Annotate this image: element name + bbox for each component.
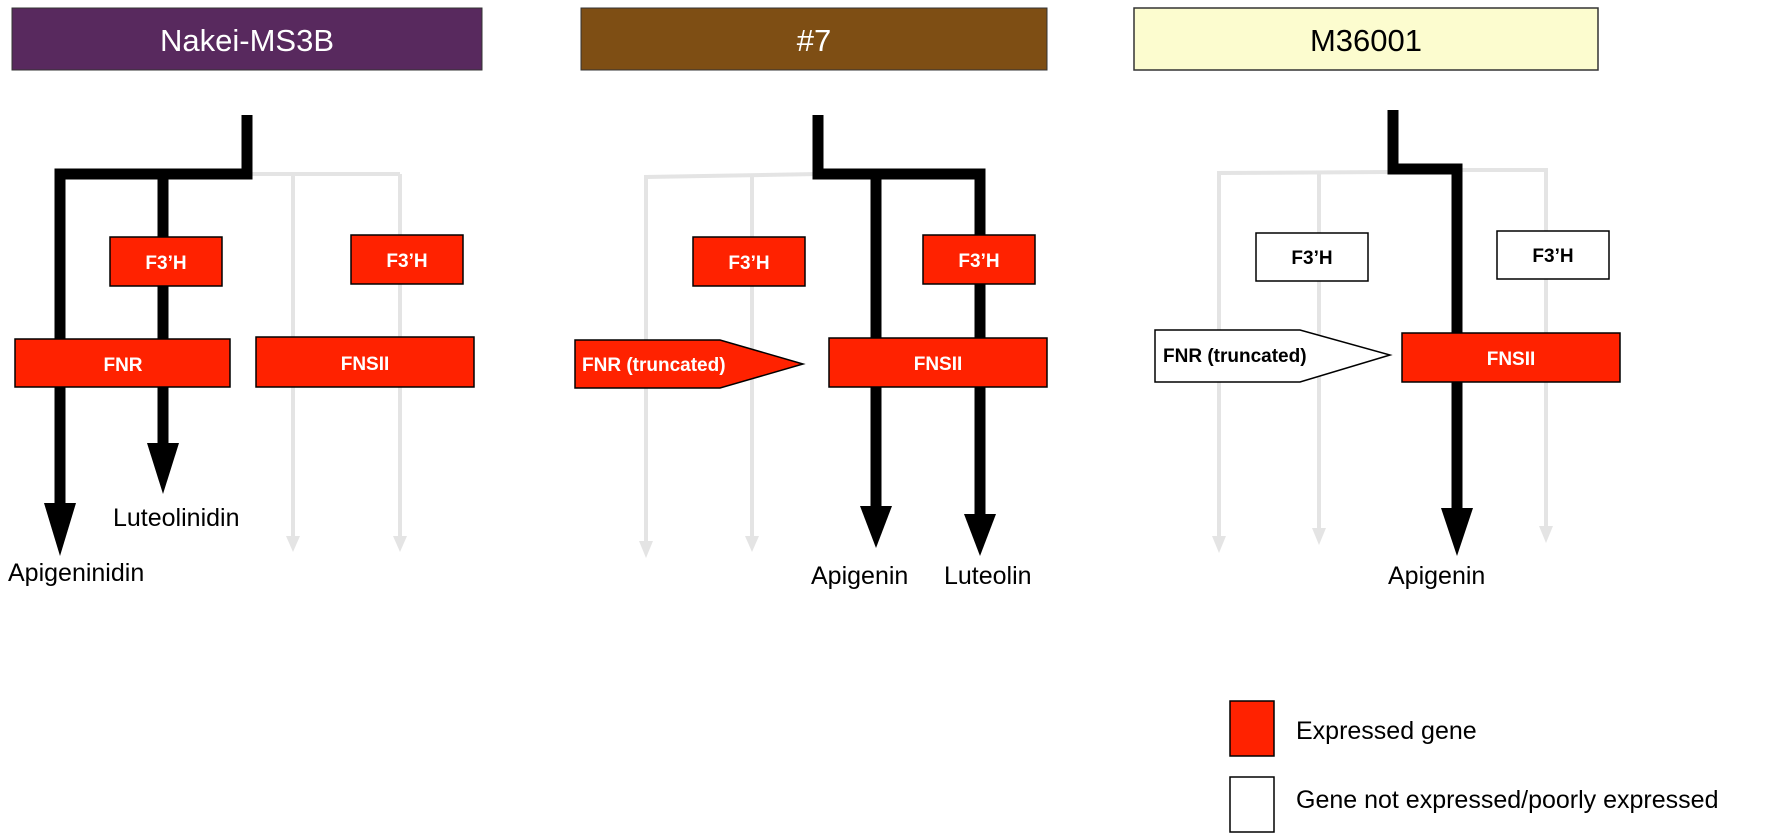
gene-box-f3h-left-m36001: [1255, 232, 1369, 282]
gene-label-fnr-truncated-7: FNR (truncated): [582, 355, 726, 376]
gene-label-f3h-right-7: F3’H: [958, 251, 999, 272]
product-apigeninidin: Apigeninidin: [8, 559, 144, 587]
gene-box-f3h-right-m36001: [1496, 230, 1610, 280]
gene-box-f3h-left-7: [692, 236, 806, 287]
panel-title-7: #7: [797, 23, 831, 58]
gene-box-fnsii-7: [828, 337, 1048, 388]
panel-7: #7 F3’H FNR (truncated) F3’H FNSII Ap: [574, 7, 1048, 590]
active-paths-m36001: [1387, 110, 1463, 510]
gene-box-fnr-nakei-ms3b: [14, 338, 231, 388]
gene-label-fnsii-nakei-ms3b: FNSII: [341, 354, 390, 375]
gene-box-fnsii-m36001: [1401, 332, 1621, 383]
panel-header-m36001: [1133, 7, 1599, 71]
legend: Expressed gene Gene not expressed/poorly…: [1229, 700, 1718, 833]
active-arrowheads-7: [860, 506, 996, 556]
gene-label-f3h-left-nakei-ms3b: F3’H: [145, 253, 186, 274]
panel-title-m36001: M36001: [1310, 23, 1422, 58]
legend-swatch-expressed: [1229, 700, 1275, 757]
legend-label-not-expressed: Gene not expressed/poorly expressed: [1296, 786, 1718, 814]
gene-label-fnsii-m36001: FNSII: [1487, 349, 1536, 370]
active-arrowheads-nakei-ms3b: [44, 443, 179, 556]
panel-m36001: M36001 F3’H FNR (truncated) F3’H FNSII: [1133, 7, 1621, 590]
gene-label-fnr-truncated-m36001: FNR (truncated): [1163, 346, 1307, 367]
gene-box-f3h-right-nakei-ms3b: [350, 234, 464, 285]
panel-nakei-ms3b: Nakei-MS3B F3’H FNR F3’H FNSII: [8, 7, 483, 587]
product-apigenin-m36001: Apigenin: [1388, 562, 1485, 590]
gene-box-f3h-right-7: [922, 234, 1036, 285]
product-apigenin-7: Apigenin: [811, 562, 908, 590]
inactive-arrowheads-m36001: [1212, 526, 1553, 553]
panel-header-nakei-ms3b: [11, 7, 483, 71]
gene-label-f3h-right-nakei-ms3b: F3’H: [386, 251, 427, 272]
product-luteolin-7: Luteolin: [944, 562, 1032, 590]
gene-box-fnsii-nakei-ms3b: [255, 336, 475, 388]
active-arrowheads-m36001: [1441, 508, 1473, 556]
legend-label-expressed: Expressed gene: [1296, 717, 1477, 745]
gene-box-fnr-truncated-m36001: [1154, 329, 1393, 383]
panel-title-nakei-ms3b: Nakei-MS3B: [160, 23, 334, 58]
active-paths-7: [812, 115, 986, 520]
inactive-arrowheads-nakei-ms3b: [286, 536, 407, 552]
gene-box-f3h-left-nakei-ms3b: [109, 236, 223, 287]
panel-header-7: [580, 7, 1048, 71]
product-luteolinidin: Luteolinidin: [113, 504, 240, 532]
inactive-arrowheads-7: [639, 536, 759, 558]
gene-label-f3h-left-7: F3’H: [728, 253, 769, 274]
gene-label-f3h-right-m36001: F3’H: [1532, 246, 1573, 267]
gene-label-fnr-nakei-ms3b: FNR: [103, 355, 142, 376]
legend-swatch-not-expressed: [1229, 776, 1275, 833]
gene-box-fnr-truncated-7: [574, 339, 806, 389]
gene-label-f3h-left-m36001: F3’H: [1291, 248, 1332, 269]
gene-label-fnsii-7: FNSII: [914, 354, 963, 375]
